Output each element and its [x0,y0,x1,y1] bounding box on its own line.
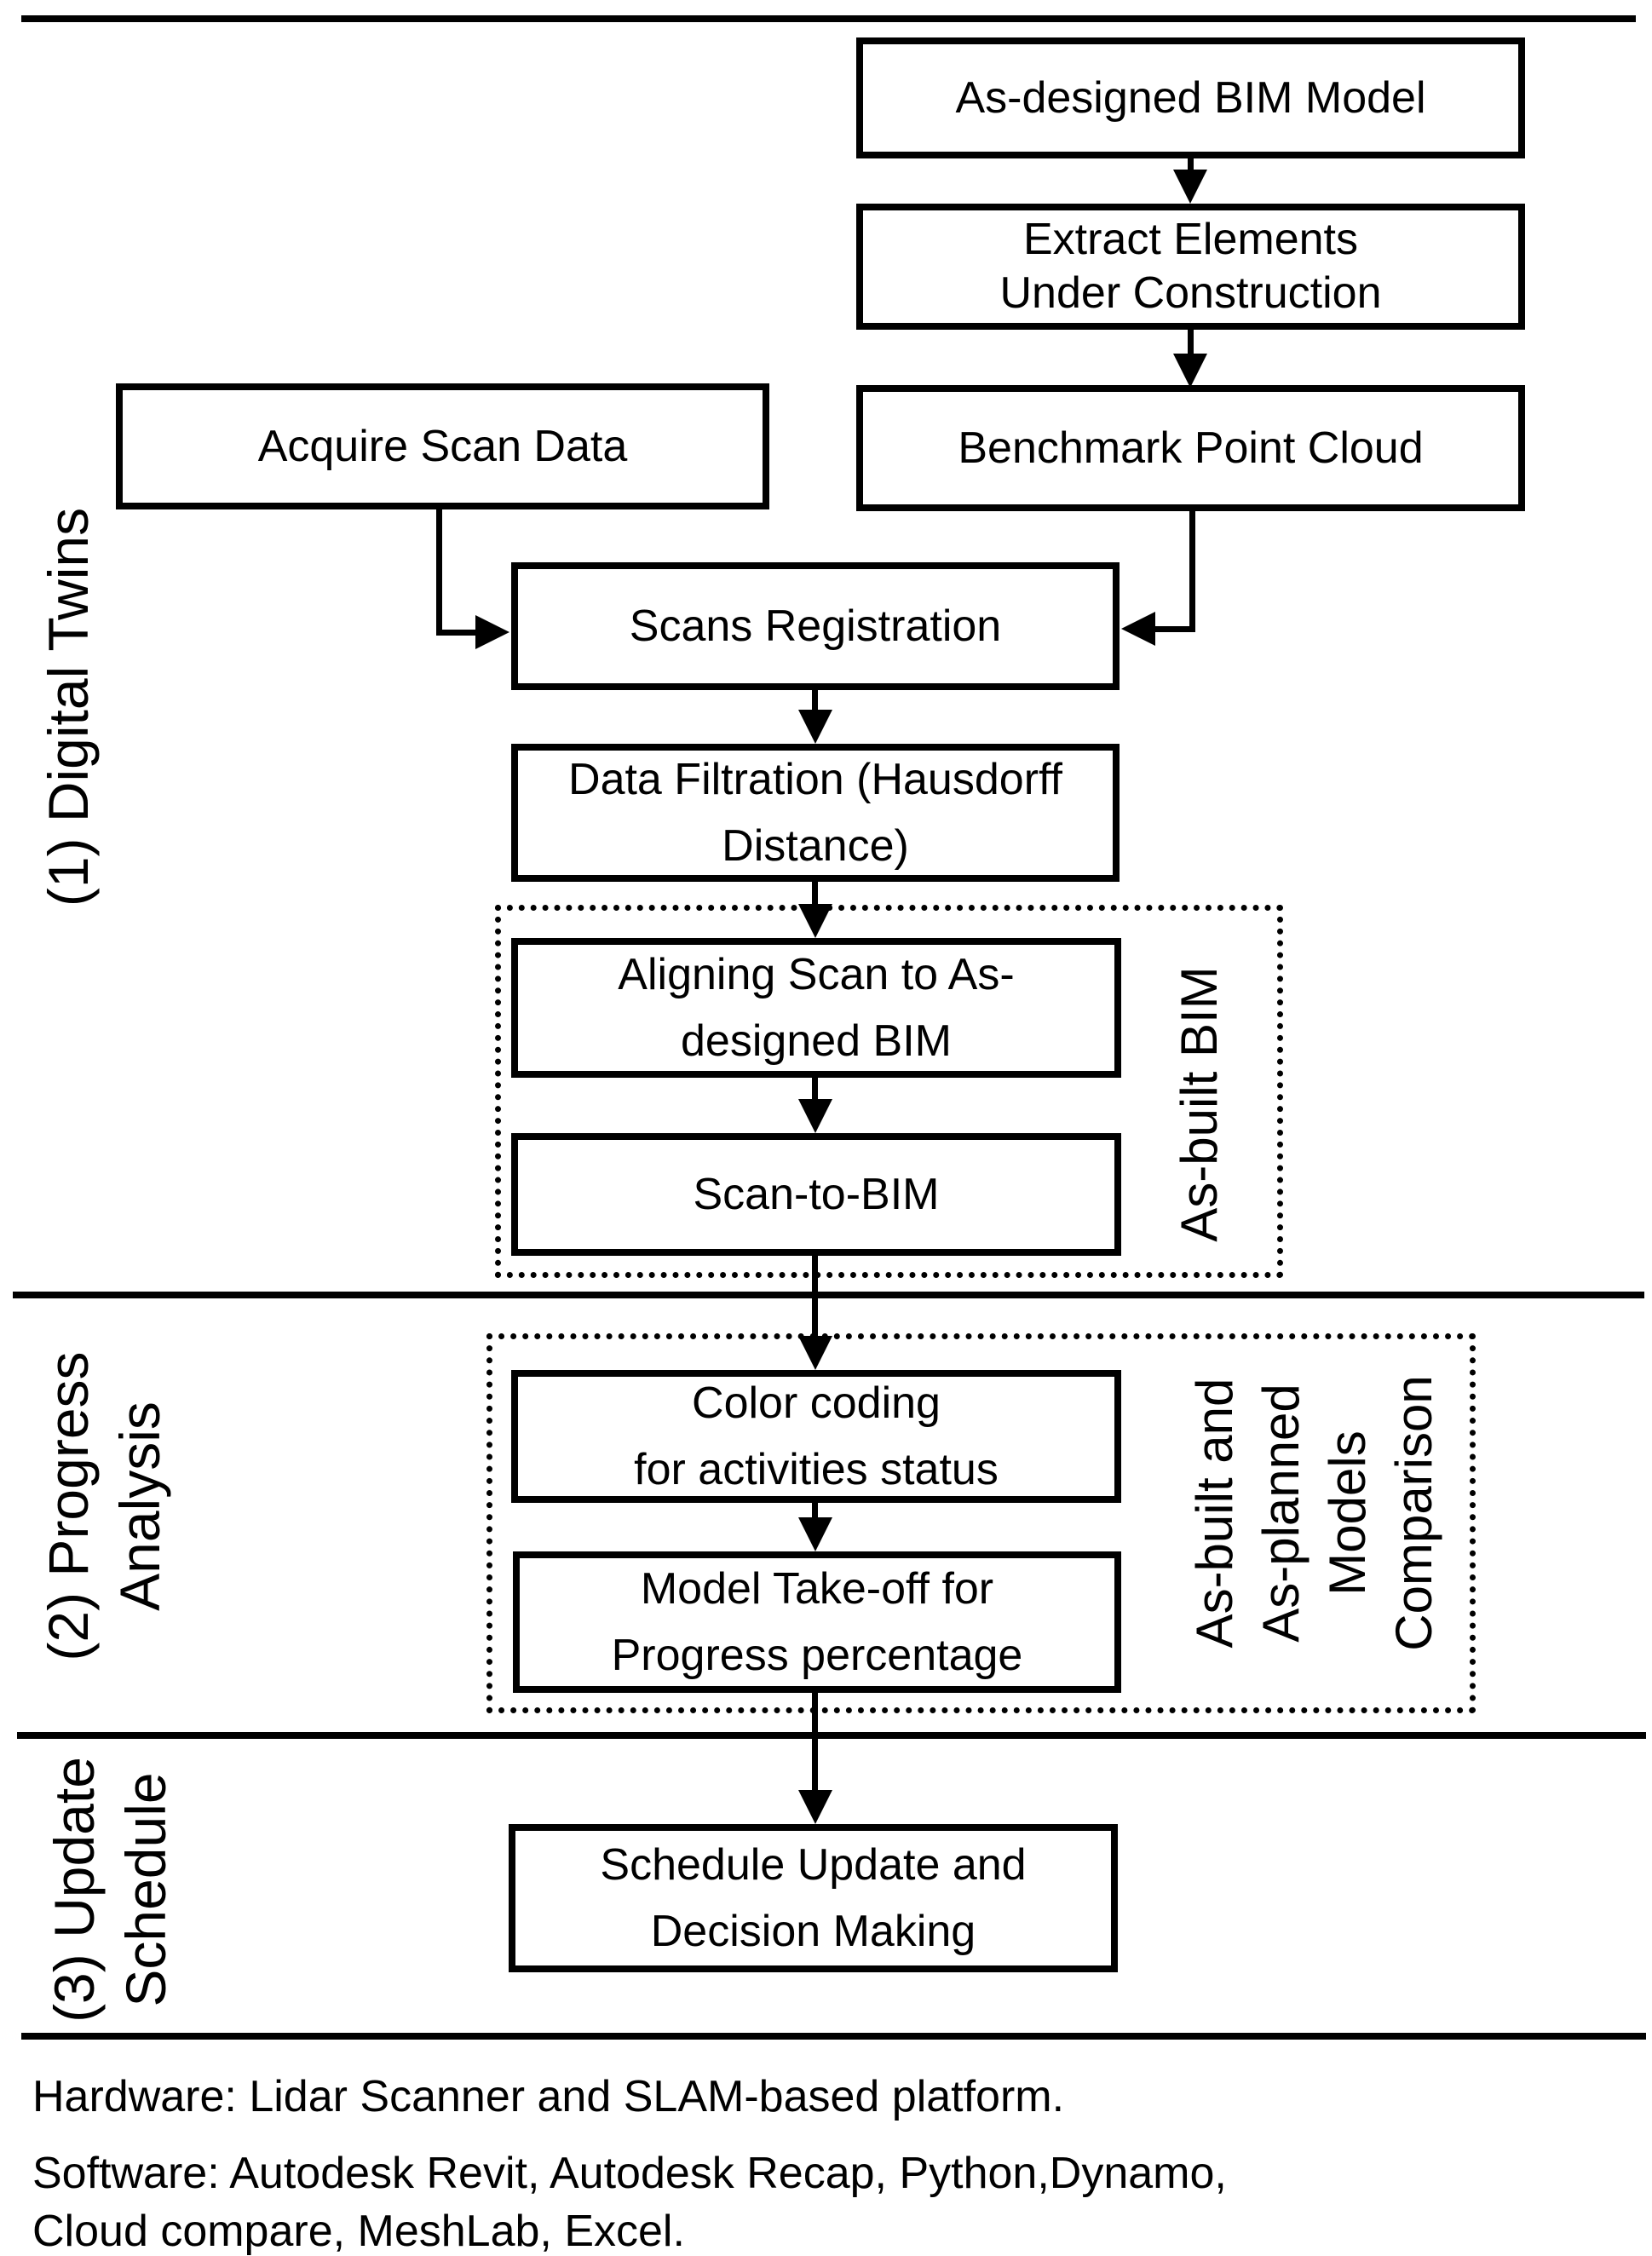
connector-filtration-aligning-head [798,904,832,938]
connector-acquire-registration-hstem [436,630,479,636]
separator-section3-footer [21,2033,1646,2040]
node-extract-elements: Extract Elements Under Construction [856,204,1525,330]
connector-asdesigned-extract-head [1173,170,1207,204]
group-as-built-bim [495,905,1283,1278]
connector-colorcoding-takeoff-stem [812,1503,818,1523]
connector-extract-benchmark-stem [1188,330,1194,359]
group-models-comparison [486,1333,1476,1713]
section-label-update-schedule: (3) Update Schedule [42,1757,177,2023]
connector-aligning-scantobim-head [798,1099,832,1133]
connector-takeoff-schedule-stem [812,1693,818,1796]
connector-scantobim-colorcoding-head [798,1336,832,1370]
node-as-designed-bim-model: As-designed BIM Model [856,37,1525,158]
node-data-filtration: Data Filtration (Hausdorff Distance) [511,744,1120,882]
connector-colorcoding-takeoff-head [798,1517,832,1551]
connector-aligning-scantobim-stem [812,1078,818,1105]
node-scans-registration: Scans Registration [511,562,1120,690]
node-color-coding: Color coding for activities status [511,1370,1121,1503]
footer-software-note: Software: Autodesk Revit, Autodesk Recap… [32,2149,1227,2256]
section-label-digital-twins: (1) Digital Twins [36,507,100,907]
connector-benchmark-registration-head [1121,612,1155,646]
connector-acquire-registration-vstem [436,509,442,636]
node-scan-to-bim: Scan-to-BIM [511,1133,1121,1256]
node-schedule-update: Schedule Update and Decision Making [509,1824,1118,1972]
connector-registration-filtration-head [798,710,832,744]
node-acquire-scan-data: Acquire Scan Data [116,383,769,509]
connector-registration-filtration-stem [812,690,818,717]
connector-takeoff-schedule-head [798,1790,832,1824]
connector-benchmark-registration-hstem [1152,626,1195,632]
connector-benchmark-registration-vstem [1189,511,1195,632]
footer-hardware-note: Hardware: Lidar Scanner and SLAM-based p… [32,2072,1065,2121]
node-model-take-off: Model Take-off for Progress percentage [513,1551,1121,1693]
connector-acquire-registration-head [475,615,509,649]
section-label-progress-analysis: (2) Progress Analysis [36,1351,171,1661]
connector-filtration-aligning-stem [812,882,818,910]
connector-scantobim-colorcoding-stem [812,1256,818,1342]
top-rule [21,15,1636,22]
separator-section2-section3 [17,1732,1646,1739]
connector-extract-benchmark-head [1173,354,1207,388]
connector-asdesigned-extract-stem [1188,158,1194,176]
group-label-models-comparison: As-built and As-planned Models Compariso… [1186,1375,1442,1651]
node-benchmark-point-cloud: Benchmark Point Cloud [856,385,1525,511]
group-label-as-built-bim: As-built BIM [1171,966,1228,1242]
node-aligning-scan: Aligning Scan to As- designed BIM [511,938,1121,1078]
separator-section1-section2 [13,1292,1644,1298]
